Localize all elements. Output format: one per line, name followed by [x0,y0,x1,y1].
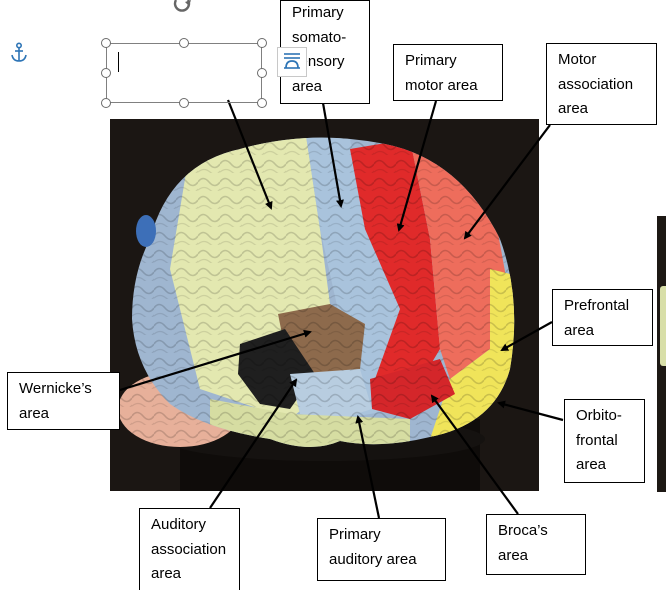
resize-handle-top-left[interactable] [101,38,111,48]
layout-options-button[interactable] [277,47,307,77]
adjacent-photo-edge [657,216,666,492]
brain-model-photo [110,119,539,491]
label-primary-motor[interactable]: Primary motor area [393,44,503,101]
rotate-handle-icon[interactable] [172,0,192,14]
resize-handle-left[interactable] [101,68,111,78]
resize-handle-bottom-left[interactable] [101,98,111,108]
anchor-icon[interactable] [9,42,29,64]
label-primary-auditory[interactable]: Primary auditory area [317,518,446,581]
selected-text-box[interactable] [106,43,262,103]
resize-handle-top[interactable] [179,38,189,48]
label-wernicke[interactable]: Wernicke’s area [7,372,120,430]
label-auditory-association[interactable]: Auditory association area [139,508,240,590]
resize-handle-right[interactable] [257,68,267,78]
label-motor-association[interactable]: Motor association area [546,43,657,125]
brain-model-illustration [110,119,539,491]
label-prefrontal[interactable]: Prefrontal area [552,289,653,346]
label-orbitofrontal[interactable]: Orbito- frontal area [564,399,645,483]
resize-handle-bottom-right[interactable] [257,98,267,108]
label-broca[interactable]: Broca’s area [486,514,586,575]
resize-handle-bottom[interactable] [179,98,189,108]
resize-handle-top-right[interactable] [257,38,267,48]
layout-options-icon [284,53,300,69]
text-cursor [118,52,119,72]
